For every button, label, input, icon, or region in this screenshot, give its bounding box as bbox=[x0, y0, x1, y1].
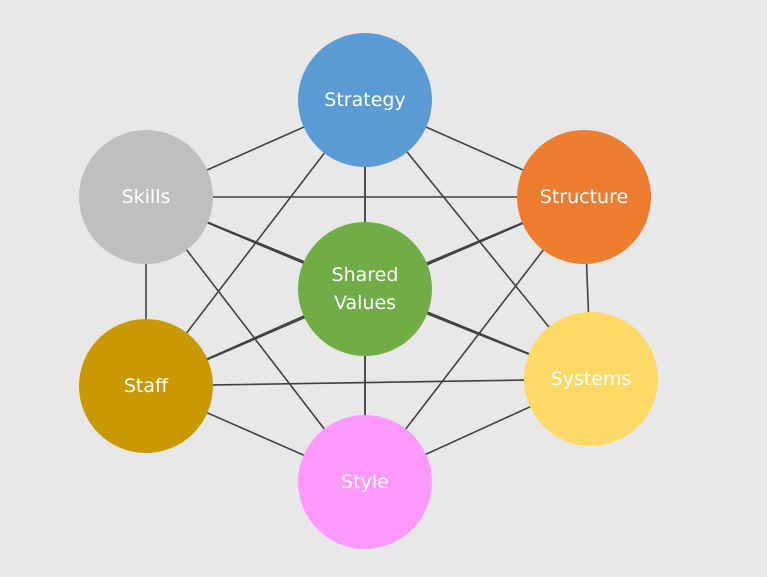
node-strategy: Strategy bbox=[298, 33, 432, 167]
node-label-skills: Skills bbox=[122, 186, 171, 208]
node-label-line: Shared bbox=[332, 264, 399, 286]
node-staff: Staff bbox=[79, 319, 213, 453]
node-skills: Skills bbox=[79, 130, 213, 264]
node-structure: Structure bbox=[517, 130, 651, 264]
node-systems: Systems bbox=[524, 312, 658, 446]
node-label-strategy: Strategy bbox=[324, 89, 405, 111]
node-circle-staff bbox=[79, 319, 213, 453]
node-label-staff: Staff bbox=[124, 375, 169, 397]
node-circle-shared-values bbox=[298, 222, 432, 356]
node-label-line: Style bbox=[341, 471, 389, 493]
edge-systems-staff bbox=[145, 378, 592, 387]
node-label-line: Strategy bbox=[324, 89, 405, 111]
node-circle-structure bbox=[517, 130, 651, 264]
node-label-line: Systems bbox=[551, 368, 632, 390]
node-label-style: Style bbox=[341, 471, 389, 493]
node-label-line: Structure bbox=[540, 186, 628, 208]
node-circle-style bbox=[298, 415, 432, 549]
node-circle-strategy bbox=[298, 33, 432, 167]
node-label-line: Staff bbox=[124, 375, 169, 397]
node-label-structure: Structure bbox=[540, 186, 628, 208]
node-circle-skills bbox=[79, 130, 213, 264]
node-label-line: Skills bbox=[122, 186, 171, 208]
node-label-line: Values bbox=[334, 292, 396, 314]
node-label-systems: Systems bbox=[551, 368, 632, 390]
node-style: Style bbox=[298, 415, 432, 549]
node-circle-systems bbox=[524, 312, 658, 446]
